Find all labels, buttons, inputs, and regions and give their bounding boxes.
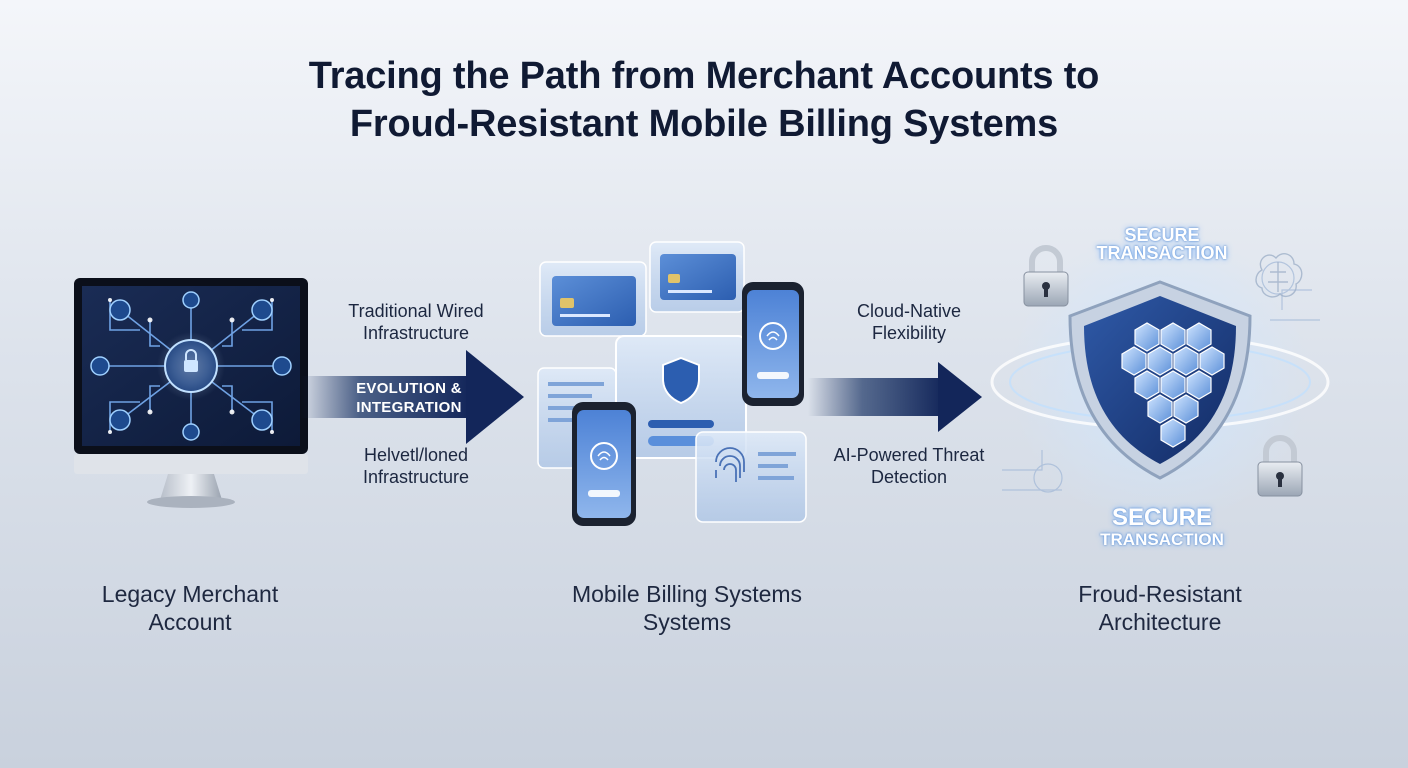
stage-caption-fraud-line1: Froud-Resistant (1030, 580, 1290, 608)
transition1-bottom-line1: Helvetl/loned (318, 444, 514, 466)
transition2-bottom-label: AI-Powered Threat Detection (812, 444, 1006, 488)
transition1-top-line2: Infrastructure (318, 322, 514, 344)
monitor-circuit-icon (74, 278, 308, 508)
stage-caption-fraud: Froud-Resistant Architecture (1030, 580, 1290, 636)
stage-caption-fraud-line2: Architecture (1030, 608, 1290, 636)
cloud-arrow (808, 362, 982, 432)
transition1-top-label: Traditional Wired Infrastructure (318, 300, 514, 344)
stage-caption-mobile: Mobile Billing Systems Systems (540, 580, 834, 636)
transition1-bottom-label: Helvetl/loned Infrastructure (318, 444, 514, 488)
transition2-bottom-line1: AI-Powered Threat (812, 444, 1006, 466)
padlock-icon (1024, 248, 1068, 306)
transition1-bottom-line2: Infrastructure (318, 466, 514, 488)
evolution-label-line2: INTEGRATION (336, 398, 482, 417)
mobile-payments-icon (538, 242, 806, 526)
transition2-top-line2: Flexibility (812, 322, 1006, 344)
shield-label-bottom: SECURE TRANSACTION (1070, 506, 1254, 550)
stage-caption-legacy-line1: Legacy Merchant (60, 580, 320, 608)
transition2-top-line1: Cloud-Native (812, 300, 1006, 322)
stage-caption-mobile-line2: Systems (540, 608, 834, 636)
evolution-label-line1: EVOLUTION & (336, 379, 482, 398)
shield-label-top-line2: TRANSACTION (1072, 244, 1252, 262)
shield-label-top-line1: SECURE (1072, 226, 1252, 244)
shield-label-top: SECURE TRANSACTION (1072, 226, 1252, 262)
transition1-top-line1: Traditional Wired (318, 300, 514, 322)
transition2-top-label: Cloud-Native Flexibility (812, 300, 1006, 344)
shield-label-bottom-line1: SECURE (1070, 506, 1254, 530)
shield-label-bottom-line2: TRANSACTION (1070, 530, 1254, 550)
stage-caption-legacy: Legacy Merchant Account (60, 580, 320, 636)
stage-caption-mobile-line1: Mobile Billing Systems (540, 580, 834, 608)
transition2-bottom-line2: Detection (812, 466, 1006, 488)
evolution-label: EVOLUTION & INTEGRATION (336, 379, 482, 417)
stage-caption-legacy-line2: Account (60, 608, 320, 636)
